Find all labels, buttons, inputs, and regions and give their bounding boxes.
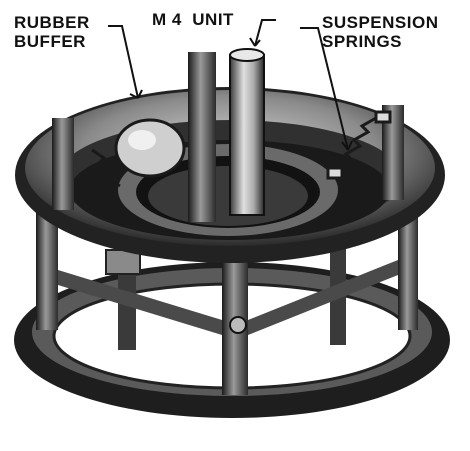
frame-posts: [52, 52, 404, 222]
m4-unit: [229, 48, 265, 216]
rubber-buffer-label: RUBBER BUFFER: [14, 13, 90, 51]
m4-unit-label: M 4 UNIT: [152, 10, 234, 29]
leader-lines: [108, 19, 353, 151]
rubber-buffer: [114, 118, 186, 178]
suspension-springs-label: SUSPENSION SPRINGS: [322, 13, 439, 51]
suspension-springs: [91, 110, 392, 188]
support-legs: [36, 195, 418, 395]
